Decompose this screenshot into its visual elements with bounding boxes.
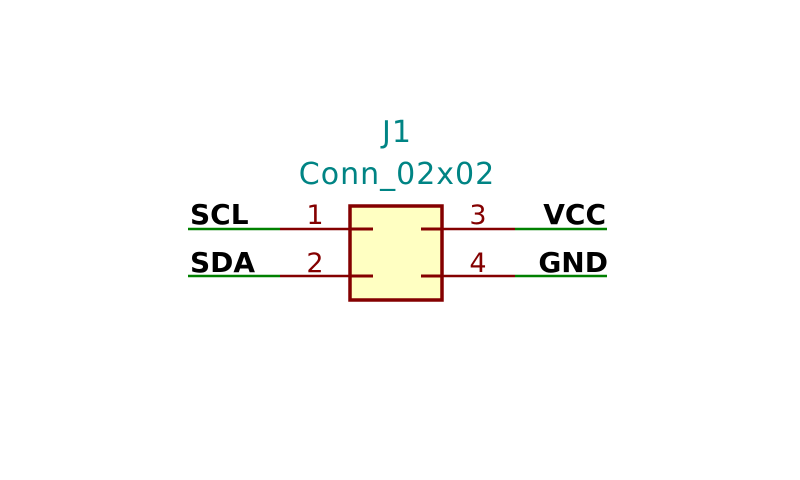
net-label-scl[interactable]: SCL xyxy=(190,198,249,231)
net-label-gnd[interactable]: GND xyxy=(538,246,608,279)
pin-1-number: 1 xyxy=(306,200,323,231)
connector-body[interactable] xyxy=(348,204,444,302)
component-reference: J1 xyxy=(380,115,412,150)
net-label-sda[interactable]: SDA xyxy=(190,246,255,279)
component-value: Conn_02x02 xyxy=(299,157,495,192)
pin-2-number: 2 xyxy=(306,248,323,279)
pin-4-number: 4 xyxy=(469,248,486,279)
net-label-vcc[interactable]: VCC xyxy=(543,198,606,231)
pin-3-number: 3 xyxy=(469,200,486,231)
